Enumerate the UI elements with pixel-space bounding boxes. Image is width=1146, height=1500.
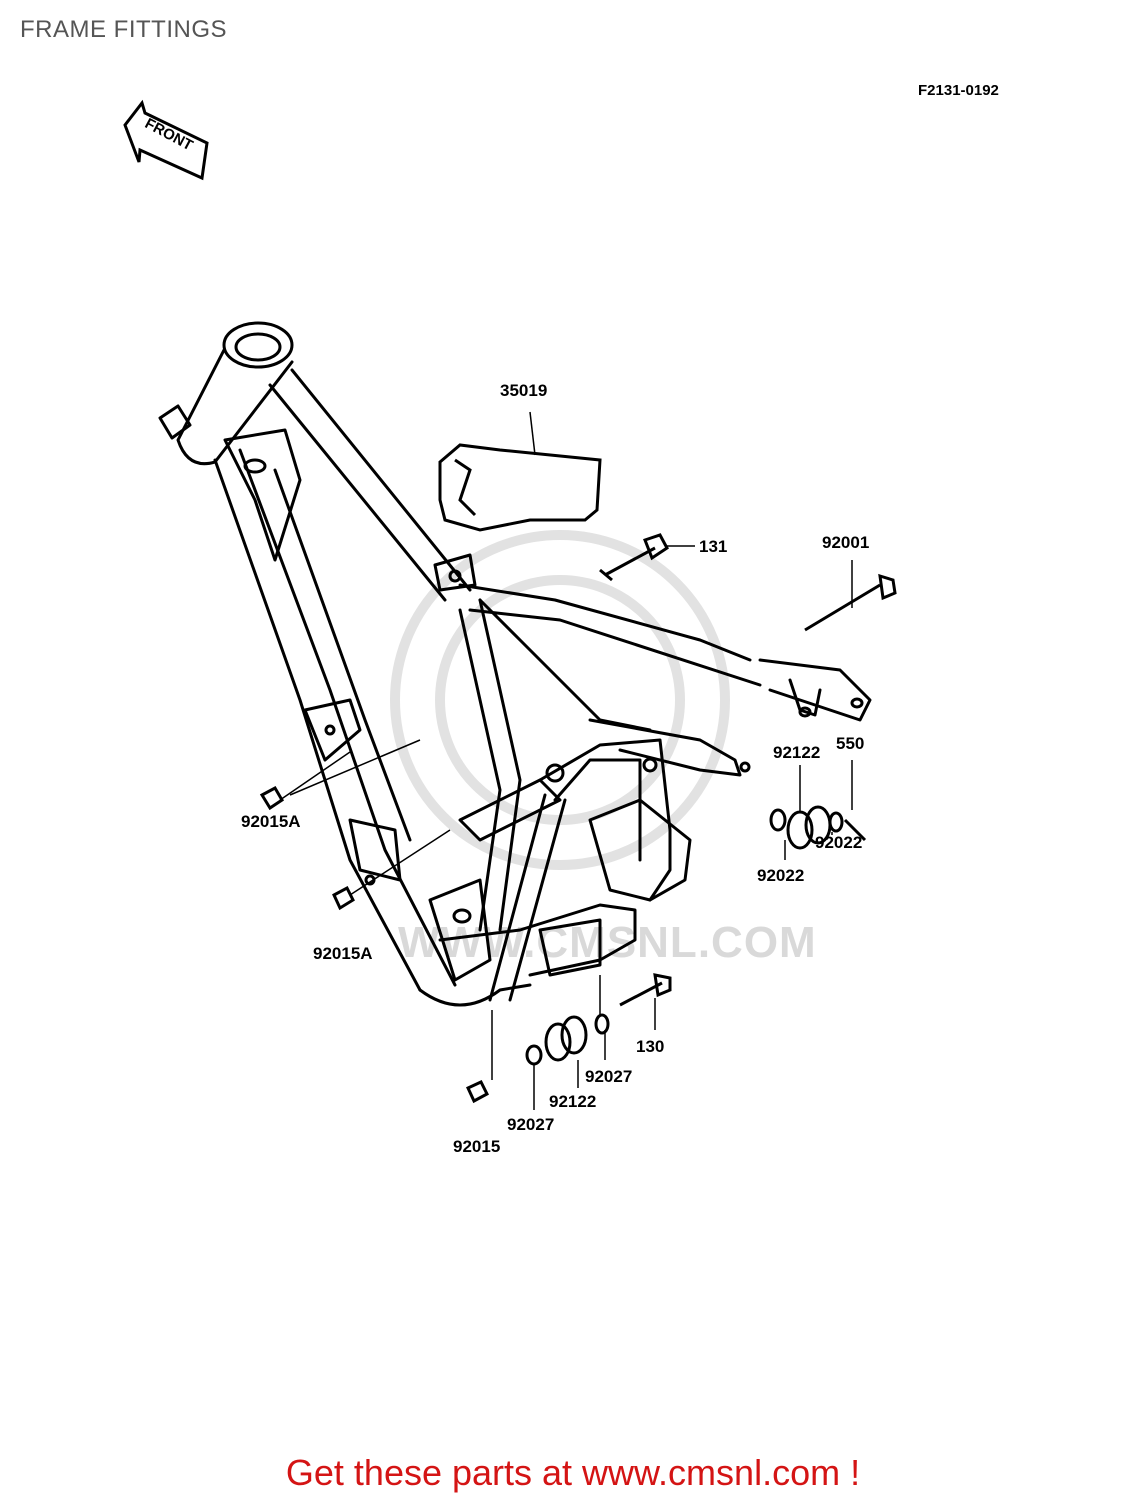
frame-body	[158, 321, 872, 1007]
part-label-92001[interactable]: 92001	[822, 533, 870, 552]
part-label-35019[interactable]: 35019	[500, 381, 548, 400]
part-label-92015[interactable]: 92015	[453, 1137, 501, 1156]
part-label-92027-right[interactable]: 92027	[585, 1067, 633, 1086]
part-label-131[interactable]: 131	[699, 537, 728, 556]
part-label-550[interactable]: 550	[836, 734, 865, 753]
diagram-code: F2131-0192	[918, 82, 999, 99]
part-label-92122-lower[interactable]: 92122	[549, 1092, 597, 1111]
steering-head	[222, 321, 294, 369]
footer-banner[interactable]: Get these parts at www.cmsnl.com !	[285, 1452, 861, 1493]
cover-part	[438, 443, 602, 532]
watermark-text: WWW.CMSNL.COM	[398, 918, 817, 967]
leader-lines	[279, 411, 853, 1110]
page-title: FRAME FITTINGS	[20, 16, 227, 43]
part-label-92015A-upper[interactable]: 92015A	[241, 812, 301, 831]
part-label-92122-upper[interactable]: 92122	[773, 743, 821, 762]
part-label-92027-left[interactable]: 92027	[507, 1115, 555, 1134]
front-arrow-icon: FRONT	[123, 99, 209, 181]
part-label-92022-right[interactable]: 92022	[815, 833, 863, 852]
part-label-130[interactable]: 130	[636, 1037, 665, 1056]
part-label-92015A-lower[interactable]: 92015A	[313, 944, 373, 963]
fasteners	[259, 533, 897, 1104]
part-label-92022-left[interactable]: 92022	[757, 866, 805, 885]
